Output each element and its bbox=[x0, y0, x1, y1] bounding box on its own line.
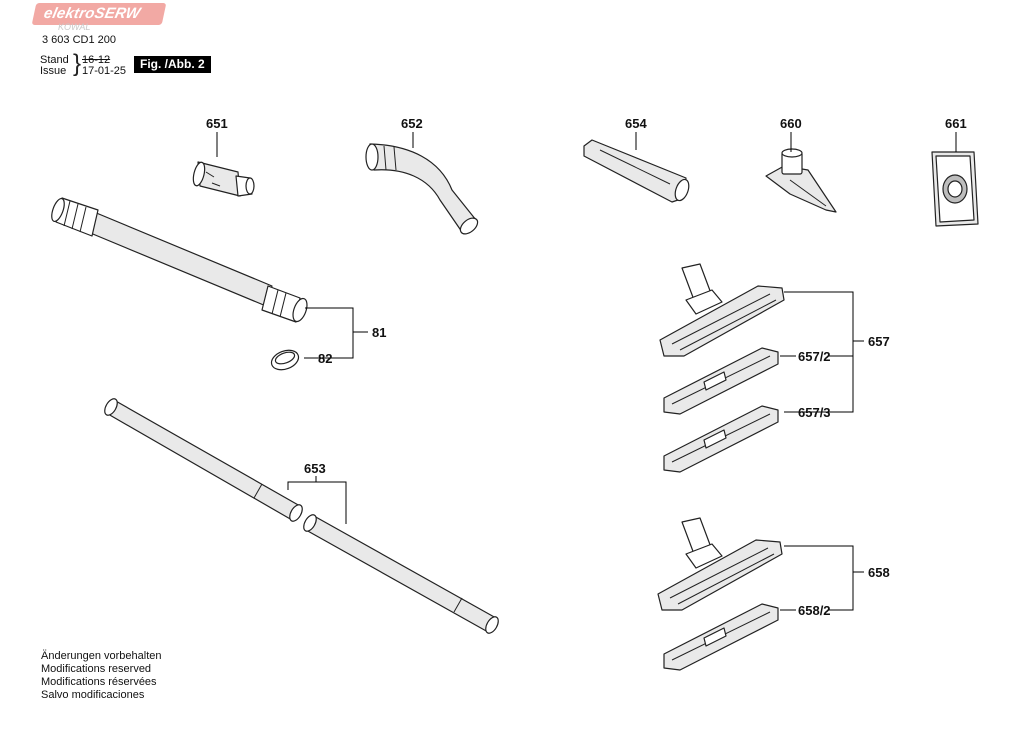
part-657-3-insert bbox=[663, 405, 779, 473]
bracket-81-82 bbox=[304, 307, 354, 359]
issue-label: Issue bbox=[40, 65, 67, 77]
part-658-floor-nozzle bbox=[657, 517, 783, 611]
label-658: 658 bbox=[868, 565, 890, 580]
stand-issue-labels: Stand Issue bbox=[40, 55, 69, 77]
label-657-2: 657/2 bbox=[798, 349, 831, 364]
part-661-seal bbox=[931, 151, 979, 227]
figure-label: Fig. /Abb. 2 bbox=[134, 56, 211, 73]
stand-issue-values: 16-12 17-01-25 bbox=[82, 55, 126, 77]
stand-label: Stand bbox=[40, 54, 69, 66]
label-658-2: 658/2 bbox=[798, 603, 831, 618]
part-657-floor-nozzle bbox=[659, 263, 785, 357]
part-81-hose bbox=[51, 197, 308, 323]
label-651: 651 bbox=[206, 116, 228, 131]
part-651-adapter bbox=[192, 161, 255, 197]
document-number: 3 603 CD1 200 bbox=[42, 34, 116, 46]
label-660: 660 bbox=[780, 116, 802, 131]
label-654: 654 bbox=[625, 116, 647, 131]
brace-icon: } bbox=[73, 50, 82, 77]
label-652: 652 bbox=[401, 116, 423, 131]
part-658-2-insert bbox=[663, 603, 779, 671]
part-652-curved-handle bbox=[365, 143, 479, 235]
label-657: 657 bbox=[868, 334, 890, 349]
part-660-upholstery-nozzle bbox=[765, 148, 837, 213]
part-653-extension-tubes bbox=[104, 398, 499, 634]
part-82-clamp bbox=[270, 349, 300, 371]
bracket-658 bbox=[784, 545, 854, 611]
bracket-653 bbox=[287, 481, 347, 524]
part-654-crevice-nozzle bbox=[583, 139, 690, 203]
stand-value: 16-12 bbox=[82, 54, 111, 66]
bracket-657 bbox=[784, 291, 854, 413]
issue-value: 17-01-25 bbox=[82, 65, 127, 77]
label-657-3: 657/3 bbox=[798, 405, 831, 420]
footer-line-en: Modifications reserved bbox=[41, 663, 152, 675]
footer-notes: Änderungen vorbehalten Modifications res… bbox=[41, 650, 161, 702]
label-653: 653 bbox=[304, 461, 326, 476]
label-661: 661 bbox=[945, 116, 967, 131]
footer-line-de: Änderungen vorbehalten bbox=[41, 650, 162, 662]
label-82: 82 bbox=[318, 351, 332, 366]
footer-line-fr: Modifications réservées bbox=[41, 676, 157, 688]
label-81: 81 bbox=[372, 325, 386, 340]
part-657-2-insert bbox=[663, 347, 779, 415]
logo-subtext: KOWAL bbox=[58, 22, 91, 32]
footer-line-es: Salvo modificaciones bbox=[41, 689, 145, 701]
